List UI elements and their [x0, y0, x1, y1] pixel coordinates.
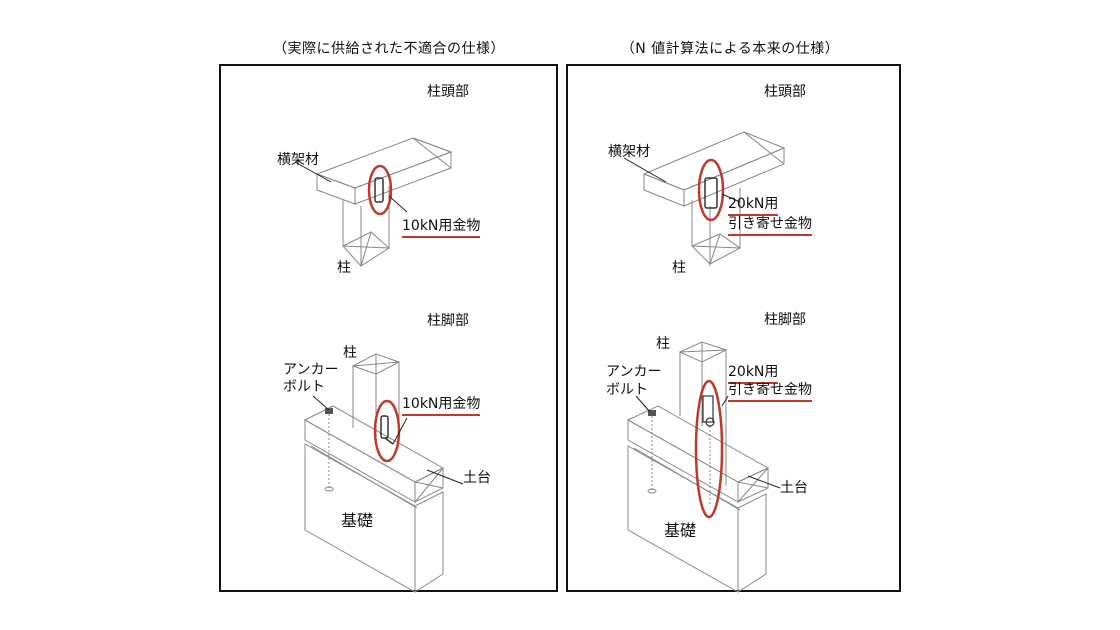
- left-section-bottom-label: 柱脚部: [427, 313, 469, 329]
- right-top-column-label: 柱: [672, 260, 686, 276]
- right-section-bottom-label: 柱脚部: [764, 312, 806, 328]
- right-panel: 柱頭部 横架材 20kN用 引き寄せ金物 柱 柱脚部 柱 アンカー ボルト 20…: [566, 64, 901, 593]
- left-top-metal-label: 10kN用金物: [402, 218, 481, 238]
- left-panel: 柱頭部 横架材 10kN用金物 柱 柱脚部 柱 アンカー ボルト 10kN用金物…: [219, 64, 558, 593]
- right-bottom-metal-label-2: 引き寄せ金物: [728, 382, 812, 402]
- right-foundation-label: 基礎: [664, 521, 697, 540]
- right-bottom-metal-label-1: 20kN用: [728, 364, 779, 384]
- right-anchor-label-2: ボルト: [606, 382, 648, 398]
- left-top-column-label: 柱: [337, 260, 351, 276]
- left-bottom-column-label: 柱: [343, 345, 357, 361]
- right-diagram: [623, 131, 786, 593]
- left-anchor-label-2: ボルト: [283, 379, 325, 395]
- right-top-metal-label-2: 引き寄せ金物: [728, 216, 812, 236]
- left-panel-title: （実際に供給された不適合の仕様）: [273, 41, 505, 57]
- left-bottom-metal-label: 10kN用金物: [402, 396, 481, 416]
- left-anchor-label-1: アンカー: [283, 362, 339, 378]
- left-sill-label: 土台: [463, 470, 491, 486]
- left-section-top-label: 柱頭部: [427, 84, 469, 100]
- left-foundation-label: 基礎: [341, 511, 374, 530]
- right-panel-title: （N 値計算法による本来の仕様）: [620, 41, 840, 57]
- left-diagram: [294, 137, 464, 593]
- right-beam-label: 横架材: [608, 144, 650, 160]
- right-section-top-label: 柱頭部: [764, 84, 806, 100]
- right-bottom-column-label: 柱: [656, 336, 670, 352]
- left-beam-label: 横架材: [277, 152, 319, 168]
- right-top-metal-label-1: 20kN用: [728, 196, 779, 216]
- right-anchor-label-1: アンカー: [606, 364, 662, 380]
- right-sill-label: 土台: [780, 480, 808, 496]
